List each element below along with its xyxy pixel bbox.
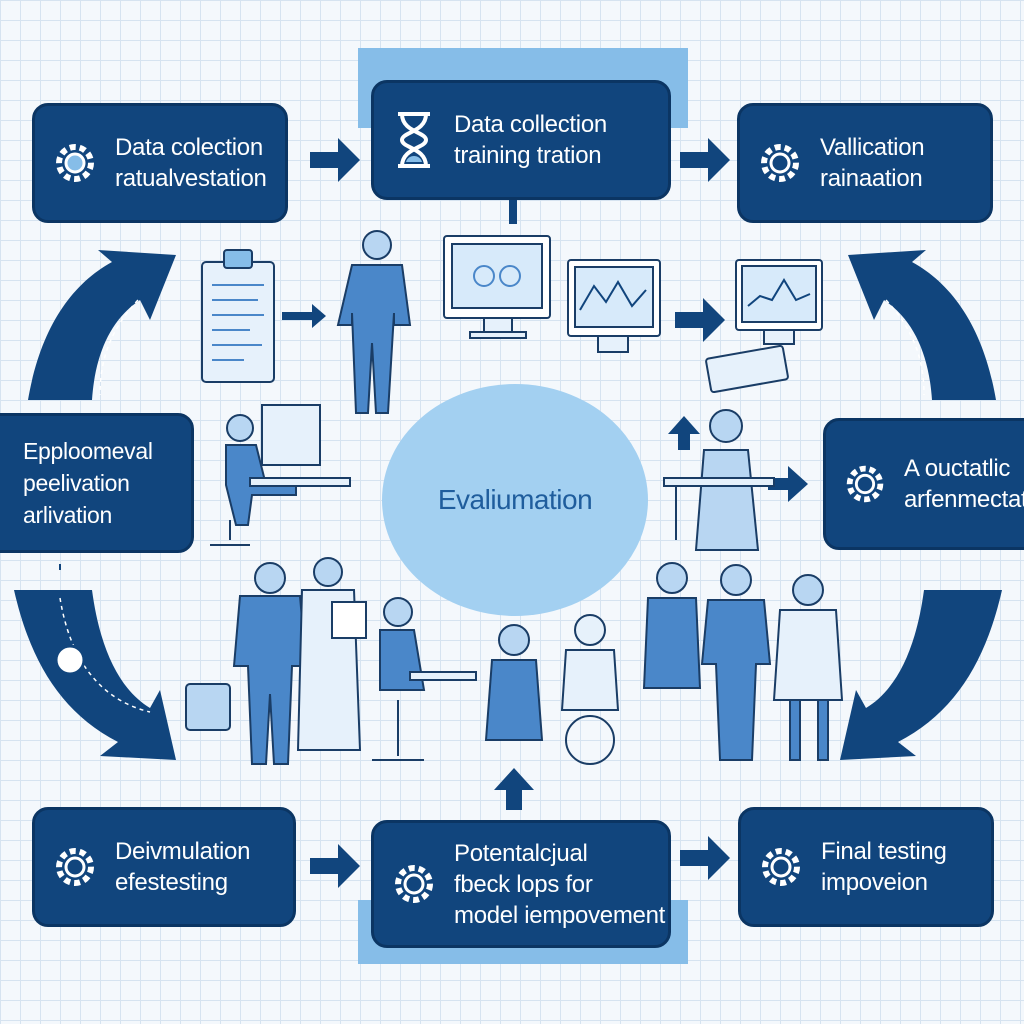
arrow-right-icon bbox=[768, 466, 808, 502]
step-box-top-right: Vallication rainaation bbox=[737, 103, 993, 223]
step-label-line: Vallication bbox=[820, 134, 925, 161]
curved-arrow-up-left-icon bbox=[28, 250, 176, 400]
person-at-computer bbox=[210, 404, 351, 546]
cycle-arrows bbox=[14, 250, 1002, 760]
step-label-line: Epploomeval bbox=[23, 438, 153, 464]
arrow-right-icon bbox=[675, 298, 725, 342]
people-illustration bbox=[185, 230, 844, 765]
step-box-top-center: Data collection training tration bbox=[371, 80, 671, 200]
step-box-mid-left: Epploomeval peelivation arlivation bbox=[0, 413, 194, 553]
step-label-line: ratualvestation bbox=[115, 165, 267, 192]
step-label-line: arlivation bbox=[23, 502, 113, 528]
chart-monitor-icon bbox=[567, 259, 661, 353]
center-circle: Evaliumation bbox=[382, 384, 648, 616]
step-box-top-left: Data colection ratualvestation bbox=[32, 103, 288, 223]
person-in-wheelchair bbox=[560, 614, 620, 765]
person-figure bbox=[336, 230, 412, 414]
hourglass-icon bbox=[398, 112, 430, 168]
step-label-line: Potentalcjual bbox=[454, 839, 588, 867]
cycle-node-icon bbox=[54, 644, 86, 676]
step-label-line: fbeck lops for bbox=[454, 870, 593, 898]
step-label-line: rainaation bbox=[820, 165, 923, 192]
gear-icon bbox=[56, 848, 94, 886]
person-seated-chair bbox=[372, 597, 477, 761]
arrow-right-icon bbox=[310, 138, 360, 182]
step-box-bottom-center: Potentalcjual fbeck lops for model iempo… bbox=[371, 820, 671, 948]
step-label-line: model iempovement bbox=[454, 901, 666, 929]
gear-icon bbox=[56, 144, 94, 182]
step-label-line: peelivation bbox=[23, 470, 130, 496]
connector-stem bbox=[509, 198, 517, 224]
step-label-line: Deivmulation bbox=[115, 838, 251, 865]
step-box-bottom-left: Deivmulation efestesting bbox=[32, 807, 296, 927]
step-label-line: training tration bbox=[454, 142, 602, 169]
curved-arrow-down-right-icon bbox=[840, 590, 1002, 760]
clipboard-icon bbox=[201, 249, 275, 383]
person-at-table bbox=[663, 409, 775, 551]
gear-icon bbox=[846, 465, 884, 503]
arrow-up-icon bbox=[668, 416, 700, 450]
person-in-labcoat bbox=[296, 557, 367, 751]
person-figure bbox=[642, 562, 702, 689]
curved-arrow-up-right-icon bbox=[848, 250, 996, 400]
step-label-line: Data colection bbox=[115, 134, 263, 161]
step-label-line: efestesting bbox=[115, 869, 228, 896]
step-box-bottom-right: Final testing impoveion bbox=[738, 807, 994, 927]
luggage-icon bbox=[185, 683, 231, 731]
arrow-right-icon bbox=[680, 836, 730, 880]
arrow-right-icon bbox=[282, 304, 326, 328]
step-label-line: Data collection bbox=[454, 111, 607, 138]
person-in-labcoat bbox=[772, 574, 844, 761]
gear-icon bbox=[761, 144, 799, 182]
step-box-mid-right: A ouctatlic arfenmectation bbox=[823, 418, 1024, 550]
arrow-right-icon bbox=[680, 138, 730, 182]
arrow-right-icon bbox=[310, 844, 360, 888]
gear-icon bbox=[762, 848, 800, 886]
gear-icon bbox=[395, 865, 433, 903]
step-label-line: A ouctatlic bbox=[904, 455, 1011, 482]
step-label-line: impoveion bbox=[821, 869, 928, 896]
monitor-icon bbox=[443, 235, 551, 339]
step-label-line: Final testing bbox=[821, 838, 947, 865]
center-label: Evaliumation bbox=[437, 484, 593, 515]
curved-arrow-down-left-icon bbox=[14, 590, 176, 760]
tablet-icon bbox=[705, 344, 789, 394]
monitor-icons bbox=[443, 235, 823, 394]
person-figure bbox=[700, 564, 772, 761]
person-figure bbox=[484, 624, 544, 741]
arrow-up-icon bbox=[494, 768, 534, 810]
chart-monitor-icon bbox=[735, 259, 823, 345]
step-label-line: arfenmectation bbox=[904, 486, 1024, 513]
connector-arrows bbox=[282, 138, 808, 888]
person-figure bbox=[232, 562, 308, 765]
